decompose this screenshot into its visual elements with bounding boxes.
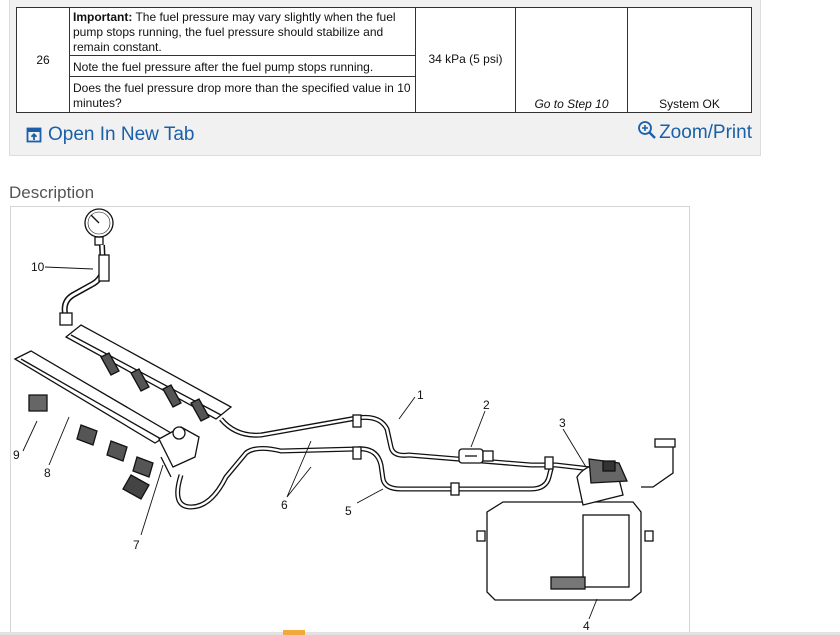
- important-text: The fuel pressure may vary slightly when…: [73, 9, 396, 54]
- description-heading: Description: [9, 183, 95, 202]
- callout-10: 10: [31, 260, 45, 274]
- table-row: 26 Important: The fuel pressure may vary…: [16, 7, 752, 113]
- callout-3: 3: [559, 416, 566, 430]
- callout-8: 8: [44, 466, 51, 480]
- open-new-tab-icon: [26, 127, 42, 143]
- open-in-new-tab-link[interactable]: Open In New Tab: [26, 124, 194, 146]
- open-in-new-tab-label: Open In New Tab: [48, 124, 195, 145]
- step-number: 26: [16, 7, 70, 113]
- zoom-print-label: Zoom/Print: [659, 122, 752, 143]
- callout-5: 5: [345, 504, 352, 518]
- yes-action: Go to Step 10: [515, 7, 628, 113]
- zoom-print-link[interactable]: Zoom/Print: [637, 121, 752, 144]
- specified-value: 34 kPa (5 psi): [415, 7, 516, 113]
- callout-6: 6: [281, 498, 288, 512]
- important-note: Important: The fuel pressure may vary sl…: [70, 9, 415, 56]
- no-action: System OK: [627, 7, 752, 113]
- bottom-accent-mark: [283, 630, 305, 635]
- fuel-system-drawing: 1 2 3 4 5 6 7 8 9 10: [13, 208, 676, 633]
- zoom-in-icon: [638, 121, 656, 139]
- callout-2: 2: [483, 398, 490, 412]
- note-text: Note the fuel pressure after the fuel pu…: [70, 56, 415, 77]
- callout-1: 1: [417, 388, 424, 402]
- fuel-system-diagram[interactable]: 1 2 3 4 5 6 7 8 9 10: [10, 206, 690, 635]
- important-label: Important:: [73, 9, 133, 24]
- callout-4: 4: [583, 619, 590, 633]
- bottom-divider: [0, 632, 840, 635]
- callout-7: 7: [133, 538, 140, 552]
- diagnostic-table: 26 Important: The fuel pressure may vary…: [16, 7, 752, 113]
- question-text: Does the fuel pressure drop more than th…: [73, 80, 411, 110]
- action-cell: Important: The fuel pressure may vary sl…: [69, 7, 416, 113]
- callout-9: 9: [13, 448, 20, 462]
